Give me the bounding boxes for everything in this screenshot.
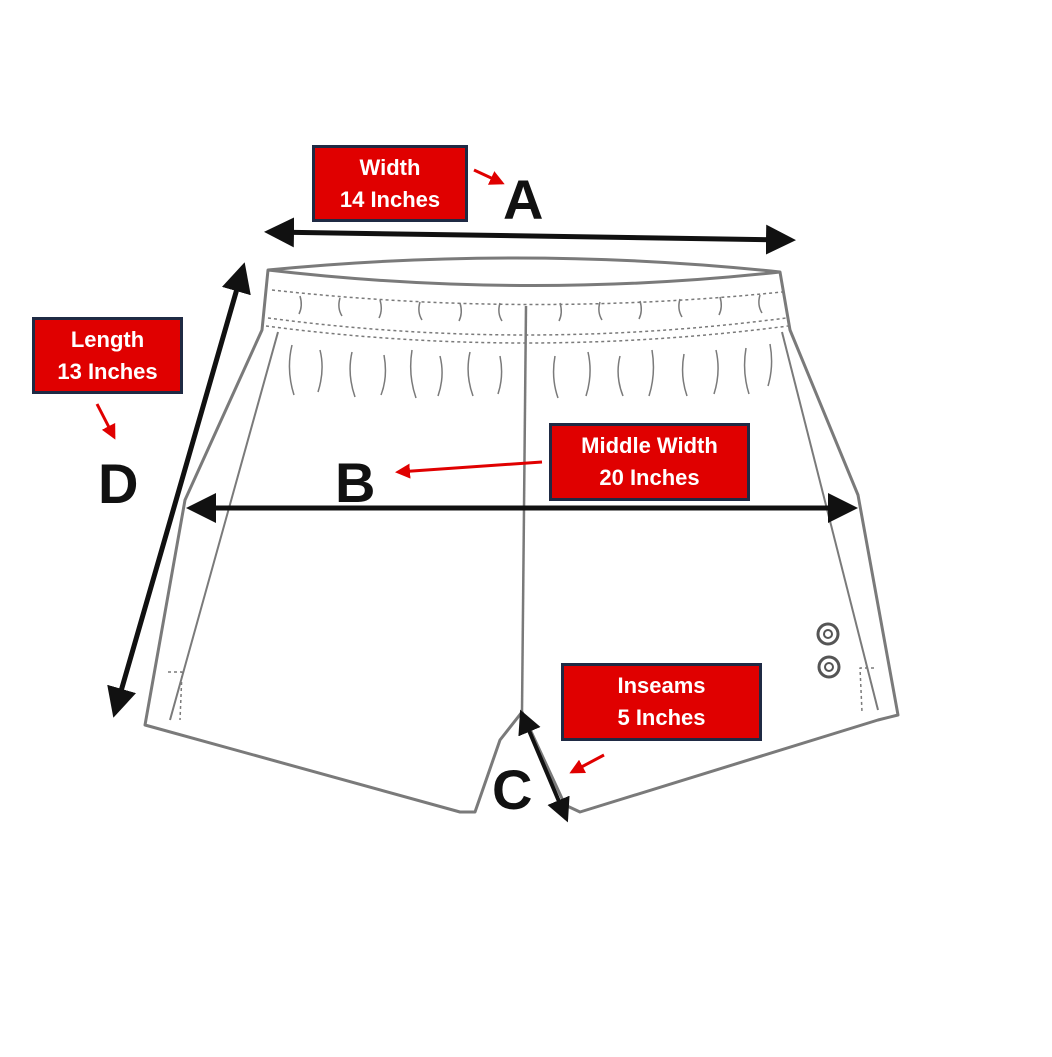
waistband-top <box>267 268 781 288</box>
waistband-stitch-1 <box>271 289 783 306</box>
width-arrow <box>264 217 796 255</box>
inseam-callout: Inseams 5 Inches <box>561 663 762 741</box>
length-arrow <box>107 262 251 718</box>
length-callout-value: 13 Inches <box>57 358 158 384</box>
grommet-lower-icon <box>817 655 841 679</box>
right-hem-slit <box>859 667 874 713</box>
shorts-outline <box>143 256 900 814</box>
left-side-stripe <box>169 331 279 721</box>
length-callout-title: Length <box>70 326 145 352</box>
middle-width-callout-title: Middle Width <box>581 433 718 458</box>
letter-d: D <box>98 452 139 515</box>
middle-pointer-arrow <box>395 460 543 479</box>
grommet-upper-icon <box>816 622 840 646</box>
middle-width-callout: Middle Width 20 Inches <box>549 423 750 501</box>
shorts-body <box>143 256 900 814</box>
length-callout: Length 13 Inches <box>32 317 183 394</box>
letter-b: B <box>335 451 376 514</box>
letter-a: A <box>503 168 544 231</box>
inseam-arrow <box>518 709 570 823</box>
length-pointer-arrow <box>95 403 116 440</box>
middle-width-callout-value: 20 Inches <box>599 465 700 490</box>
waistband-gathers <box>288 294 773 399</box>
width-callout-title: Width <box>359 154 421 180</box>
grommet-icons <box>816 622 841 679</box>
width-callout: Width 14 Inches <box>312 145 468 222</box>
inseam-callout-title: Inseams <box>617 673 706 698</box>
left-hem-slit <box>168 671 183 721</box>
width-pointer-arrow <box>473 168 505 185</box>
inseam-pointer-arrow <box>569 753 605 774</box>
inseam-callout-value: 5 Inches <box>617 705 706 730</box>
letter-c: C <box>492 758 533 821</box>
width-callout-value: 14 Inches <box>339 186 441 212</box>
